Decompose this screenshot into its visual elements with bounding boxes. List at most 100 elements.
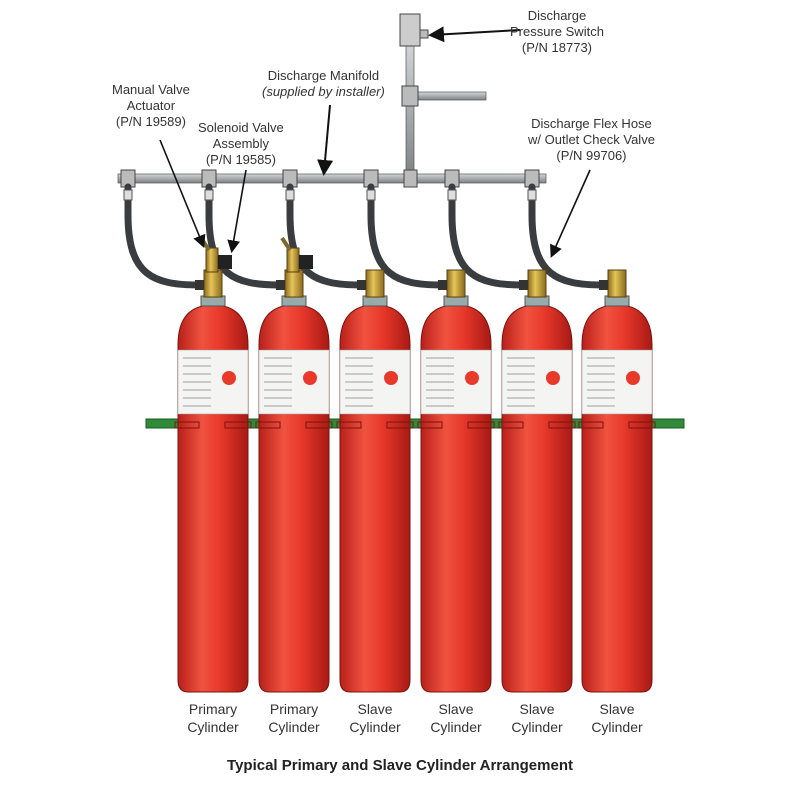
bracket-strap — [224, 421, 252, 429]
manifold-riser — [405, 39, 415, 181]
cylinder-valve — [203, 269, 223, 298]
cylinder-caption-line: Primary — [269, 701, 319, 717]
diagram-caption: Typical Primary and Slave Cylinder Arran… — [227, 757, 573, 774]
cylinder — [417, 269, 495, 693]
cylinder-caption-line: Cylinder — [187, 719, 239, 735]
callout-line: Solenoid Valve — [198, 120, 284, 135]
manual-actuator-arrow — [159, 139, 206, 248]
manifold-callout: Discharge Manifold (supplied by installe… — [262, 68, 385, 100]
solenoid-callout: Solenoid Valve Assembly (P/N 19585) — [198, 120, 284, 168]
bracket-strap — [305, 421, 333, 429]
valve-outlet — [195, 280, 204, 290]
manual-actuator-callout: Manual Valve Actuator (P/N 19589) — [112, 82, 190, 130]
cylinder-label — [420, 349, 492, 415]
valve-outlet — [276, 280, 285, 290]
bracket-strap — [174, 421, 200, 429]
cylinder-valve — [365, 269, 385, 298]
callout-line: w/ Outlet Check Valve — [528, 132, 655, 147]
manifold-arrow — [317, 104, 334, 176]
valve-outlet — [357, 280, 366, 290]
flex-hose-arrow — [550, 169, 591, 258]
cylinder-caption-line: Cylinder — [591, 719, 643, 735]
actuator-lever — [280, 236, 292, 252]
bracket-strap — [628, 421, 656, 429]
cylinder-caption-line: Cylinder — [430, 719, 482, 735]
flex-hose — [367, 183, 446, 289]
cylinder-valve — [284, 269, 304, 298]
cylinder-caption-line: Slave — [519, 701, 555, 717]
bracket-strap — [255, 421, 281, 429]
cylinder-caption-line: Slave — [438, 701, 474, 717]
manual-valve-actuator — [205, 247, 219, 273]
manifold-branch — [413, 91, 487, 101]
hose-fitting — [447, 189, 457, 201]
hose-fitting — [123, 189, 133, 201]
hose-fitting — [366, 189, 376, 201]
bracket-strap — [386, 421, 414, 429]
cylinder-valve — [446, 269, 466, 298]
cylinder-caption-line: Cylinder — [268, 719, 320, 735]
riser-tee — [403, 169, 418, 188]
hose-fitting — [285, 189, 295, 201]
valve-outlet — [599, 280, 608, 290]
flex-hose — [286, 183, 365, 289]
flex-hose — [124, 183, 203, 289]
callout-line: Discharge — [527, 8, 587, 23]
solenoid-arrow — [227, 169, 247, 254]
label-graphic — [303, 371, 317, 385]
hose-fitting — [204, 189, 214, 201]
solenoid-valve — [299, 255, 313, 269]
label-graphic — [222, 371, 236, 385]
pressure-switch-callout: Discharge Pressure Switch (P/N 18773) — [510, 8, 604, 56]
manual-valve-actuator — [286, 247, 300, 273]
mounting-bracket — [145, 418, 685, 429]
cylinder — [174, 236, 252, 693]
bracket-strap — [417, 421, 443, 429]
callout-line: Pressure Switch — [510, 24, 604, 39]
callout-line: (P/N 18773) — [521, 40, 592, 55]
branch-tee — [401, 85, 419, 107]
callout-line: Manual Valve — [112, 82, 190, 97]
cylinder-valve — [607, 269, 627, 298]
cylinder-caption-line: Slave — [599, 701, 635, 717]
cylinder — [336, 269, 414, 693]
cylinder — [498, 269, 576, 693]
flex-hose — [448, 183, 527, 289]
flex-hose-callout: Discharge Flex Hose w/ Outlet Check Valv… — [528, 116, 655, 164]
cylinder-valve — [527, 269, 547, 298]
callout-line: Assembly — [212, 136, 270, 151]
bracket-strap — [467, 421, 495, 429]
flex-hose — [205, 183, 284, 289]
callout-line: (P/N 19585) — [205, 152, 276, 167]
pressure-switch-port — [419, 29, 429, 39]
bracket-strap — [578, 421, 604, 429]
callout-line: Discharge Flex Hose — [531, 116, 652, 131]
cylinder-caption-line: Slave — [357, 701, 393, 717]
hose-fitting — [527, 189, 537, 201]
cylinder-caption-line: Primary — [188, 701, 238, 717]
pressure-switch-arrow — [428, 26, 521, 43]
cylinder-caption-line: Cylinder — [349, 719, 401, 735]
pressure-switch — [399, 13, 421, 47]
label-graphic — [546, 371, 560, 385]
cylinder-caption-line: Cylinder — [511, 719, 563, 735]
cylinder — [578, 269, 656, 693]
callout-line: Actuator — [126, 98, 176, 113]
callout-line: (P/N 99706) — [556, 148, 627, 163]
bracket-strap — [498, 421, 524, 429]
label-graphic — [465, 371, 479, 385]
valve-outlet — [519, 280, 528, 290]
label-graphic — [384, 371, 398, 385]
bracket-strap — [548, 421, 576, 429]
bracket-strap — [336, 421, 362, 429]
cylinder — [255, 236, 333, 693]
callout-line: Discharge Manifold — [267, 68, 380, 83]
discharge-manifold — [117, 173, 547, 184]
solenoid-valve — [218, 255, 232, 269]
